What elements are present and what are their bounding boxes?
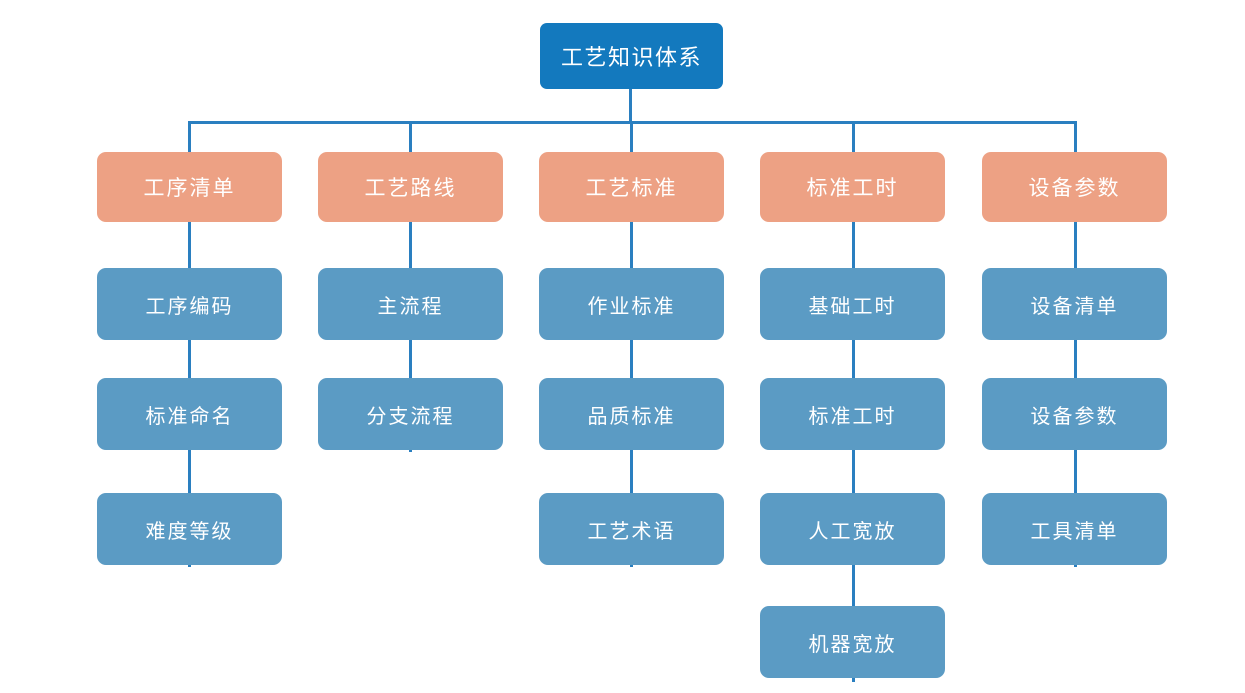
node-category-gongyi-luxian[interactable]: 工艺路线: [318, 152, 503, 222]
node-leaf-col5-row3[interactable]: 工具清单: [982, 493, 1167, 565]
node-leaf-col3-row3[interactable]: 工艺术语: [539, 493, 724, 565]
node-category-shebei-canshu[interactable]: 设备参数: [982, 152, 1167, 222]
node-leaf-col1-row3[interactable]: 难度等级: [97, 493, 282, 565]
node-category-gongyi-biaozhun[interactable]: 工艺标准: [539, 152, 724, 222]
node-leaf-col5-row1[interactable]: 设备清单: [982, 268, 1167, 340]
connector-col4-chain: [852, 222, 855, 682]
connector-root-stem: [629, 89, 632, 123]
connector-bus-to-category-5: [1074, 121, 1077, 153]
node-leaf-col4-row4[interactable]: 机器宽放: [760, 606, 945, 678]
node-leaf-col5-row2[interactable]: 设备参数: [982, 378, 1167, 450]
node-leaf-col2-row1[interactable]: 主流程: [318, 268, 503, 340]
node-category-gongxu-qingdan[interactable]: 工序清单: [97, 152, 282, 222]
node-leaf-col2-row2[interactable]: 分支流程: [318, 378, 503, 450]
node-category-biaozhun-gongshi[interactable]: 标准工时: [760, 152, 945, 222]
connector-bus-to-category-1: [188, 121, 191, 153]
node-root[interactable]: 工艺知识体系: [540, 23, 723, 89]
node-leaf-col3-row2[interactable]: 品质标准: [539, 378, 724, 450]
connector-bus-to-category-4: [852, 121, 855, 153]
node-leaf-col4-row3[interactable]: 人工宽放: [760, 493, 945, 565]
node-leaf-col4-row1[interactable]: 基础工时: [760, 268, 945, 340]
connector-bus-to-category-2: [409, 121, 412, 153]
node-leaf-col1-row2[interactable]: 标准命名: [97, 378, 282, 450]
node-leaf-col1-row1[interactable]: 工序编码: [97, 268, 282, 340]
connector-bus-to-category-3: [630, 121, 633, 153]
node-leaf-col3-row1[interactable]: 作业标准: [539, 268, 724, 340]
node-leaf-col4-row2[interactable]: 标准工时: [760, 378, 945, 450]
